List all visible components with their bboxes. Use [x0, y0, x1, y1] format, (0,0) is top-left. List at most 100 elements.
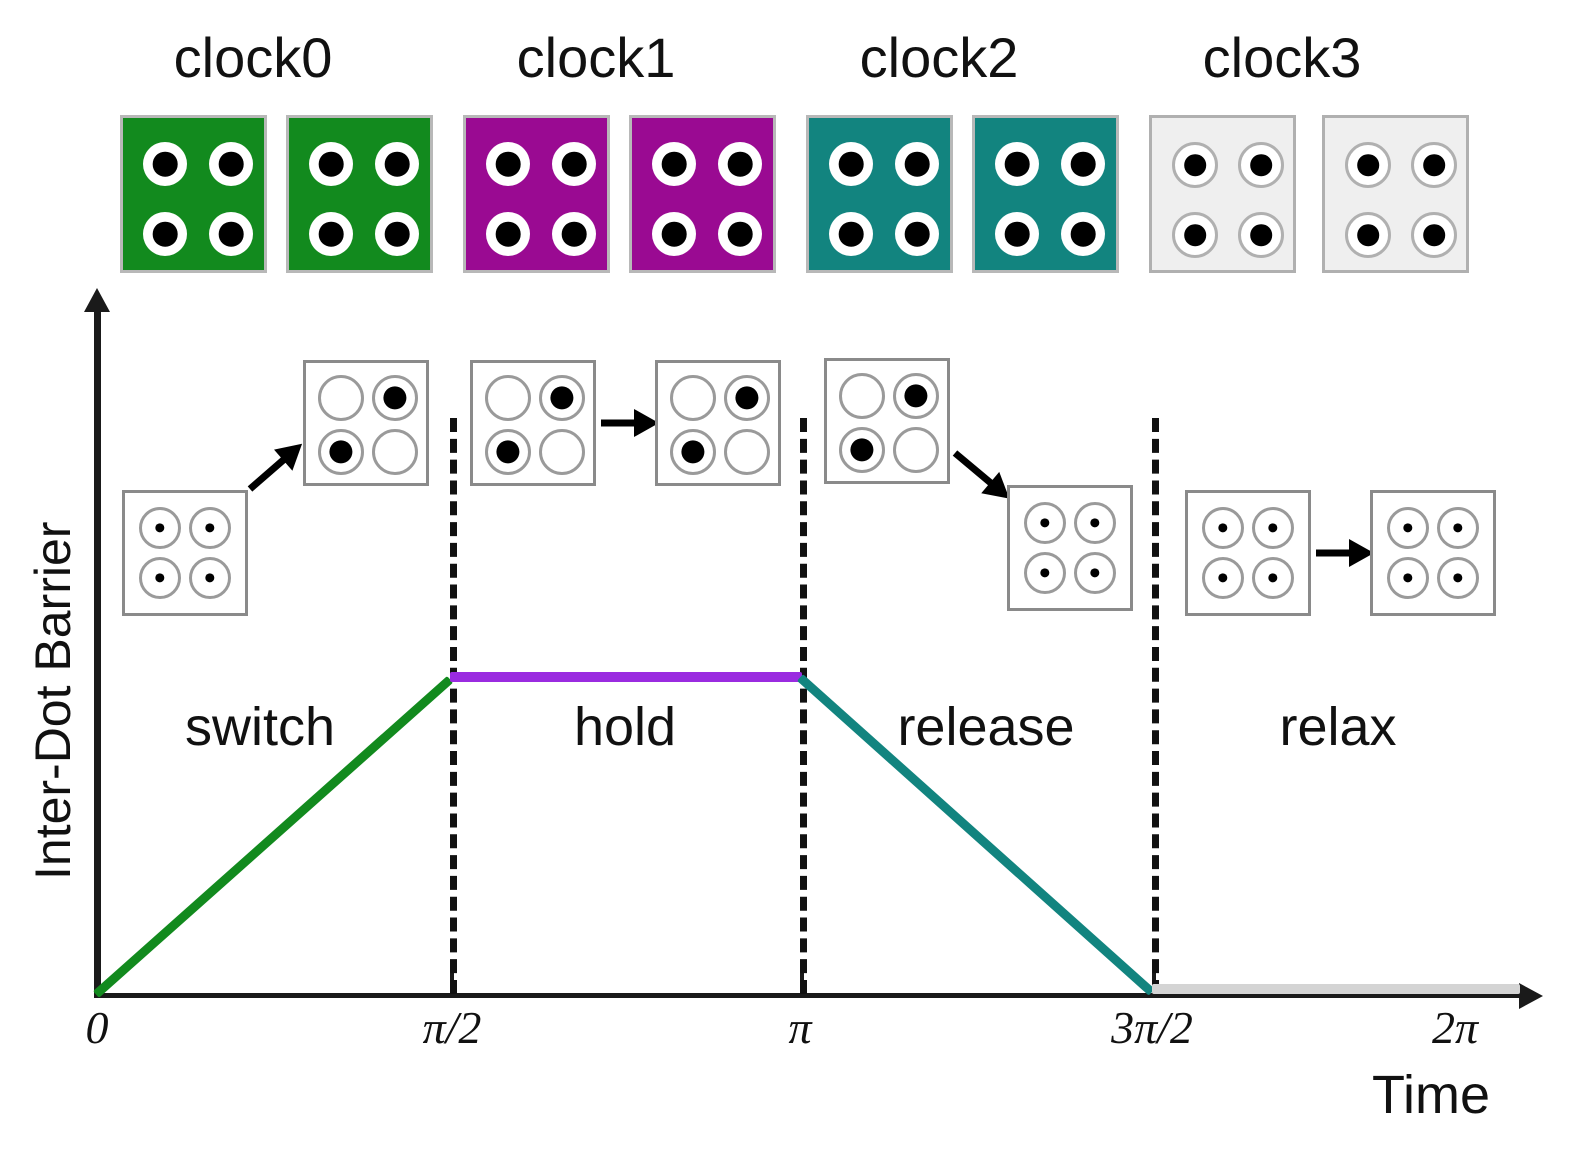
quantum-dot [372, 429, 418, 475]
quantum-dot [539, 375, 585, 421]
quantum-dot [1074, 552, 1116, 594]
transition-arrow-hold [601, 408, 659, 438]
schematic-cell-hold-polarized-a [470, 360, 596, 486]
cell-dot [1061, 212, 1105, 256]
cell-dot [1345, 212, 1391, 258]
x-tick-label-pi2: π/2 [422, 1002, 482, 1053]
phase-label-switch: switch [184, 697, 336, 757]
transition-arrow-switch [240, 433, 312, 500]
transition-arrow-relax [1316, 538, 1374, 568]
quantum-dot [1252, 557, 1294, 599]
schematic-cell-switch-null [122, 490, 248, 616]
cell-dot [829, 142, 873, 186]
x-tick-label-2pi: 2π [1431, 1002, 1479, 1053]
y-axis-line [94, 310, 101, 998]
clock-zone-cell-1b [629, 115, 776, 273]
cell-dot [486, 212, 530, 256]
clock-zone-label-3: clock3 [1202, 26, 1362, 89]
cell-dot [718, 142, 762, 186]
x-axis-title: Time [1372, 1065, 1490, 1125]
quantum-dot [539, 429, 585, 475]
clock-zone-label-0: clock0 [173, 26, 333, 89]
clock-zone-cell-0b [286, 115, 433, 273]
cell-dot [1411, 142, 1457, 188]
quantum-dot [1252, 507, 1294, 549]
cell-dot [1172, 212, 1218, 258]
quantum-dot [485, 375, 531, 421]
phase-label-relax: relax [1279, 697, 1397, 757]
phase-label-hold: hold [573, 697, 677, 757]
schematic-cell-hold-polarized-b [655, 360, 781, 486]
quantum-dot [318, 375, 364, 421]
cell-dot [1061, 142, 1105, 186]
phase-divider-3pi2 [1152, 418, 1159, 994]
arrow-shaft [247, 456, 288, 492]
clock-zone-label-1: clock1 [516, 26, 676, 89]
quantum-dot [1024, 502, 1066, 544]
quantum-dot [1202, 507, 1244, 549]
waveform-segment-relax [1152, 984, 1520, 994]
quantum-dot [1387, 507, 1429, 549]
clock-zone-cell-1a [463, 115, 610, 273]
cell-dot [1345, 142, 1391, 188]
quantum-dot [839, 373, 885, 419]
quantum-dot [670, 429, 716, 475]
cell-dot [1238, 142, 1284, 188]
x-tick-label-0: 0 [85, 1002, 109, 1053]
cell-dot [652, 142, 696, 186]
cell-dot [209, 142, 253, 186]
arrow-shaft [952, 450, 995, 487]
cell-dot [552, 142, 596, 186]
schematic-cell-relax-null-b [1370, 490, 1496, 616]
clock-zone-cell-2b [972, 115, 1119, 273]
cell-dot [486, 142, 530, 186]
schematic-cell-release-polarized [824, 358, 950, 484]
quantum-dot [893, 373, 939, 419]
clock-zone-cell-2a [806, 115, 953, 273]
cell-dot [375, 212, 419, 256]
quantum-dot [1074, 502, 1116, 544]
quantum-dot [485, 429, 531, 475]
quantum-dot [189, 507, 231, 549]
cell-dot [143, 142, 187, 186]
arrow-head-icon [1349, 539, 1374, 567]
cell-dot [718, 212, 762, 256]
quantum-dot [724, 375, 770, 421]
quantum-dot [189, 557, 231, 599]
cell-dot [1172, 142, 1218, 188]
waveform-segment-hold [450, 672, 802, 682]
clock-zone-cell-3a [1149, 115, 1296, 273]
x-tick-label-3pi2: 3π/2 [1111, 1002, 1193, 1053]
y-axis-arrow-icon [84, 288, 110, 312]
cell-dot [1238, 212, 1284, 258]
clock-zone-label-2: clock2 [859, 26, 1019, 89]
cell-dot [1411, 212, 1457, 258]
quantum-dot [1387, 557, 1429, 599]
quantum-dot [139, 507, 181, 549]
cell-dot [652, 212, 696, 256]
quantum-dot [670, 375, 716, 421]
arrow-shaft [1316, 549, 1352, 557]
y-axis-title: Inter-Dot Barrier [25, 521, 81, 880]
quantum-dot [139, 557, 181, 599]
cell-dot [829, 212, 873, 256]
quantum-dot [318, 429, 364, 475]
schematic-cell-relax-null-a [1185, 490, 1311, 616]
x-axis-line [94, 993, 1522, 998]
quantum-dot [372, 375, 418, 421]
cell-dot [895, 142, 939, 186]
quantum-dot [1202, 557, 1244, 599]
cell-dot [309, 142, 353, 186]
quantum-dot [1437, 507, 1479, 549]
cell-dot [995, 212, 1039, 256]
x-axis-arrow-icon [1519, 983, 1543, 1009]
cell-dot [375, 142, 419, 186]
schematic-cell-release-null [1007, 485, 1133, 611]
cell-dot [143, 212, 187, 256]
arrow-shaft [601, 419, 637, 427]
quantum-dot [839, 427, 885, 473]
quantum-dot [1024, 552, 1066, 594]
cell-dot [209, 212, 253, 256]
phase-divider-pi [800, 418, 807, 994]
